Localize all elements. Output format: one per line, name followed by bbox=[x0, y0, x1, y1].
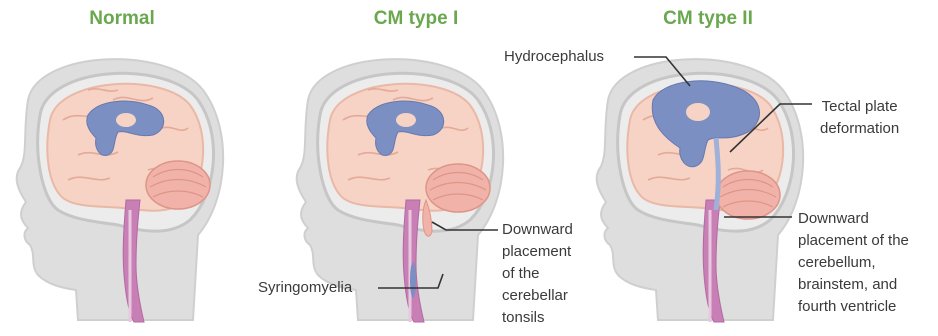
cerebellum-cm-type-1 bbox=[426, 164, 490, 212]
label-syringomyelia: Syringomyelia bbox=[258, 277, 352, 299]
cerebellum-cm-type-2 bbox=[716, 171, 780, 219]
syrinx bbox=[410, 262, 416, 298]
label-hydrocephalus: Hydrocephalus bbox=[504, 46, 604, 68]
label-cm2-downward: Downward placement of the cerebellum, br… bbox=[798, 208, 909, 318]
cerebellum-normal bbox=[146, 161, 210, 209]
head-normal bbox=[17, 59, 223, 322]
label-tectal-plate: Tectal plate deformation bbox=[820, 96, 899, 140]
label-cm1-tonsils: Downward placement of the cerebellar ton… bbox=[502, 219, 573, 329]
head-cm-type-2 bbox=[597, 59, 803, 322]
